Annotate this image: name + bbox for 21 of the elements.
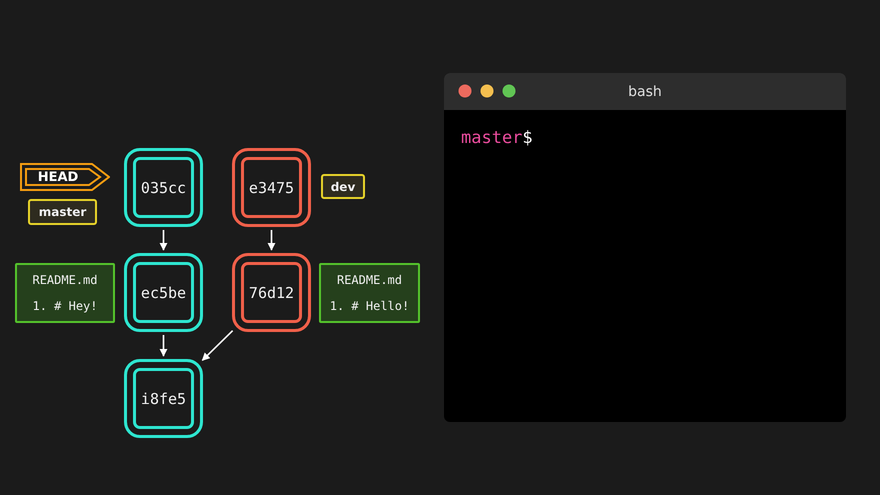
head-pointer-tag: HEAD <box>20 163 110 191</box>
file-note <box>319 263 420 323</box>
file-content-line: 1. # Hello! <box>330 299 410 313</box>
branch-label: master <box>28 199 97 225</box>
file-name: README.md <box>32 273 98 287</box>
arrow <box>160 230 168 251</box>
commit-box: 76d12 <box>232 253 311 332</box>
file-content-line: 1. # Hey! <box>32 299 98 313</box>
commit-box: i8fe5 <box>124 359 203 438</box>
file-name: README.md <box>336 273 402 287</box>
commit-box: 035cc <box>124 148 203 227</box>
arrow <box>160 335 168 357</box>
window-title: bash <box>628 84 662 100</box>
commit-box: e3475 <box>232 148 311 227</box>
arrow <box>268 230 276 251</box>
commit-box: ec5be <box>124 253 203 332</box>
command-prompt: master$ <box>461 128 533 148</box>
arrow <box>202 330 234 361</box>
terminal-window <box>444 73 846 422</box>
file-note <box>15 263 115 323</box>
branch-label: dev <box>321 174 365 199</box>
